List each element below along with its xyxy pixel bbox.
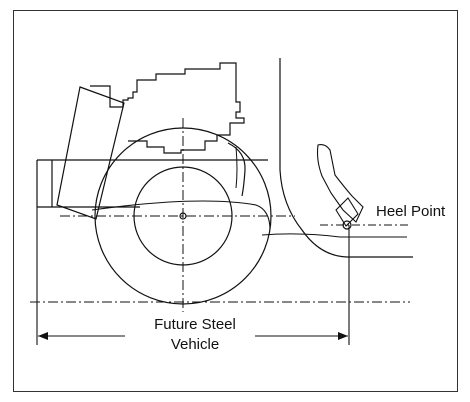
heel-shoe <box>335 197 359 227</box>
diagram-frame <box>13 10 458 392</box>
vehicle-label-line1: Future Steel <box>140 316 250 334</box>
pedal-foot-outline <box>316 144 364 223</box>
dim-arrow-left <box>38 332 48 340</box>
suspension-bracket-inner <box>235 146 238 189</box>
dim-arrow-right <box>338 332 348 340</box>
wheel-centerlines <box>60 118 295 312</box>
radiator-shape <box>56 86 125 220</box>
heel-point-label: Heel Point <box>376 203 446 221</box>
front-body-lines <box>36 159 268 208</box>
dash-panel <box>279 58 413 258</box>
wheel-arch-curve <box>91 200 271 231</box>
vehicle-label-line2: Vehicle <box>140 336 250 354</box>
floor-line <box>261 233 407 238</box>
engine-block-outline <box>90 62 245 154</box>
suspension-bracket <box>227 142 246 197</box>
